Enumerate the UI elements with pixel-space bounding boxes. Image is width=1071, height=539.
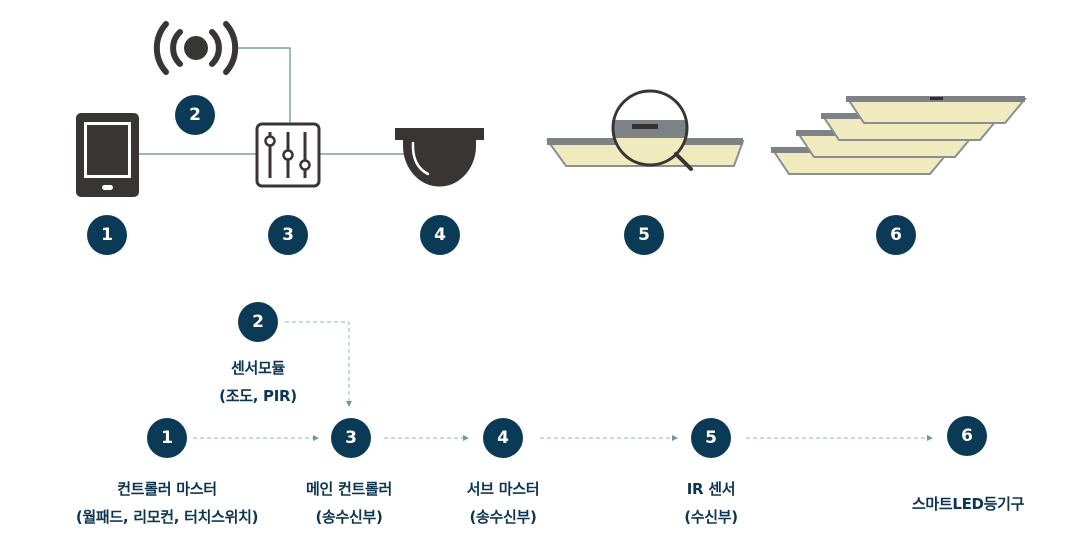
flow-node-5-subtitle: (수신부) (684, 508, 738, 526)
flow-node-1-subtitle: (월패드, 리모컨, 터치스위치) (75, 508, 259, 526)
top-badge-1: 1 (87, 215, 127, 255)
flow-node-5-title: IR 센서 (686, 480, 736, 498)
mixer-controller-icon (255, 122, 321, 188)
edge-2-3 (285, 321, 352, 407)
led-panel (846, 96, 1028, 124)
flow-node-3-subtitle: (송수신부) (315, 508, 383, 526)
flow-node-1-title: 컨트롤러 마스터 (117, 480, 217, 498)
flow-badge-2: 2 (238, 302, 278, 342)
flow-node-2-title: 센서모듈 (230, 359, 286, 377)
top-badge-3: 3 (268, 215, 308, 255)
flow-edges (193, 321, 933, 441)
led-panel-magnifier-icon (546, 89, 745, 171)
flow-node-4-subtitle: (송수신부) (469, 508, 537, 526)
flow-node-6-label: 스마트LED등기구 (911, 490, 1025, 518)
flow-node-1-label: 컨트롤러 마스터 (월패드, 리모컨, 터치스위치) (75, 475, 259, 531)
flow-node-3-title: 메인 컨트롤러 (306, 480, 392, 498)
dome-receiver-icon (395, 128, 484, 187)
top-badge-6: 6 (876, 215, 916, 255)
top-badge-2: 2 (175, 95, 215, 135)
flow-badge-1: 1 (147, 418, 187, 458)
connector-sensor-mixer (237, 47, 291, 123)
led-panel-stack-icon (771, 96, 1028, 175)
flow-node-3-label: 메인 컨트롤러 (송수신부) (306, 475, 392, 531)
flow-badge-3: 3 (331, 418, 371, 458)
flow-node-2-subtitle: (조도, PIR) (219, 387, 297, 405)
flow-node-5-label: IR 센서 (수신부) (684, 475, 738, 531)
sensor-signal-icon (153, 21, 239, 75)
tablet-icon (76, 113, 139, 197)
flow-badge-4: 4 (483, 418, 523, 458)
flow-node-4-label: 서브 마스터 (송수신부) (466, 475, 540, 531)
top-badge-5: 5 (624, 215, 664, 255)
flow-node-4-title: 서브 마스터 (466, 480, 540, 498)
flow-badge-6: 6 (947, 416, 987, 456)
flow-node-2-label: 센서모듈 (조도, PIR) (219, 354, 297, 410)
flow-badge-5: 5 (691, 418, 731, 458)
flow-node-6-title: 스마트LED등기구 (911, 495, 1025, 513)
top-badge-4: 4 (420, 215, 460, 255)
